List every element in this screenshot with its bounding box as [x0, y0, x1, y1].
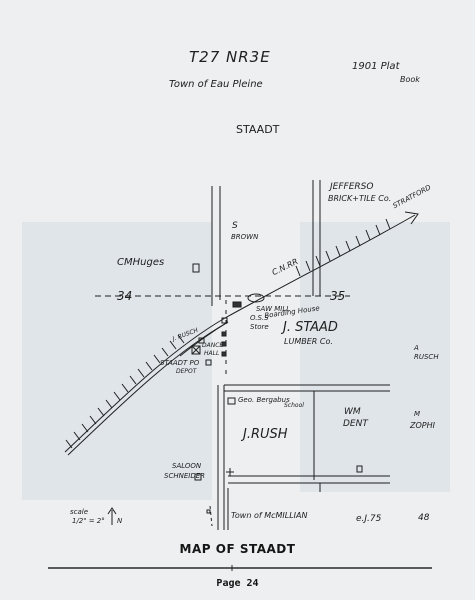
label-jefferson-line2: BRICK+TILE Co.	[328, 194, 392, 203]
label-scale-line1: scale	[70, 508, 89, 516]
label-m-zophi-line1: M	[414, 410, 421, 418]
label-saw-mill: SAW MILL	[256, 305, 291, 313]
bleed-through-right	[300, 222, 450, 492]
building-school	[227, 397, 236, 405]
place-label: STAADT	[236, 123, 280, 136]
label-s-brown-line1: S	[232, 221, 238, 231]
plat-note-line1: 1901 Plat	[352, 61, 400, 72]
label-dance-hall-line2: HALL	[204, 350, 220, 357]
building-small	[206, 509, 211, 514]
label-s-brown-line2: BROWN	[231, 233, 259, 241]
building-cmhuges	[192, 263, 200, 273]
label-dance-hall-line1: DANCE	[202, 342, 224, 349]
building-depot	[205, 359, 212, 366]
railroad-line	[67, 321, 229, 456]
label-staadt-po-line1: STAADT PO	[160, 359, 200, 367]
label-section-34: 34	[117, 289, 133, 303]
bleed-through-left	[22, 222, 212, 500]
label-wm-dent-line2: DENT	[343, 419, 368, 429]
railroad-line	[64, 214, 416, 453]
building-small	[221, 317, 228, 324]
north-arrow-icon	[107, 507, 117, 525]
label-town-mcmillian: Town of McMILLIAN	[231, 511, 308, 520]
township-label: T27 NR3E	[189, 48, 271, 66]
building-saw-mill	[247, 293, 265, 303]
label-initials: e.J.75	[356, 514, 382, 524]
label-j-rush: J.RUSH	[243, 427, 288, 442]
label-saloon-line1: SALOON	[172, 462, 202, 470]
label-lumber-co: LUMBER Co.	[284, 337, 333, 346]
building-saloon	[194, 473, 202, 481]
building-small	[221, 341, 227, 347]
label-store: Store	[250, 323, 269, 331]
building-small	[198, 337, 205, 344]
label-number-48: 48	[418, 513, 430, 523]
page-number: Page 24	[216, 578, 259, 589]
building-staad	[232, 301, 242, 308]
railroad-arrow	[404, 211, 419, 225]
label-saloon-line2: SCHNEIDER	[164, 472, 205, 480]
label-a-rusch-line1: A	[414, 344, 419, 352]
label-school: School	[284, 402, 304, 409]
lot-line	[209, 505, 213, 527]
railroad-ties	[65, 218, 391, 449]
building-small	[221, 351, 227, 357]
label-j-staad: J. STAAD	[283, 320, 338, 335]
label-a-rusch-line2: RUSCH	[414, 353, 439, 361]
building-small	[221, 331, 227, 337]
town-label: Town of Eau Pleine	[169, 79, 263, 90]
label-geo-bergabus: Geo. Bergabus	[238, 396, 290, 404]
label-jefferson-line1: JEFFERSO	[330, 182, 374, 192]
plat-note-line2: Book	[400, 75, 420, 84]
building-dance-hall	[191, 345, 201, 355]
building-cross	[226, 468, 234, 476]
label-staadt-po-line2: DEPOT	[176, 368, 197, 375]
map-caption: MAP OF STAADT	[179, 542, 296, 556]
label-section-35: 35	[330, 289, 346, 303]
label-scale-line2: 1/2" = 2°	[72, 517, 105, 525]
label-oss: O.S.S	[250, 314, 269, 322]
railroad-spur	[179, 321, 229, 357]
label-m-zophi-line2: ZOPHI	[410, 421, 435, 430]
building-small	[356, 465, 363, 473]
label-cm-huges: CMHuges	[117, 257, 165, 268]
label-north-mark: N	[117, 517, 123, 525]
label-wm-dent-line1: WM	[344, 407, 361, 417]
